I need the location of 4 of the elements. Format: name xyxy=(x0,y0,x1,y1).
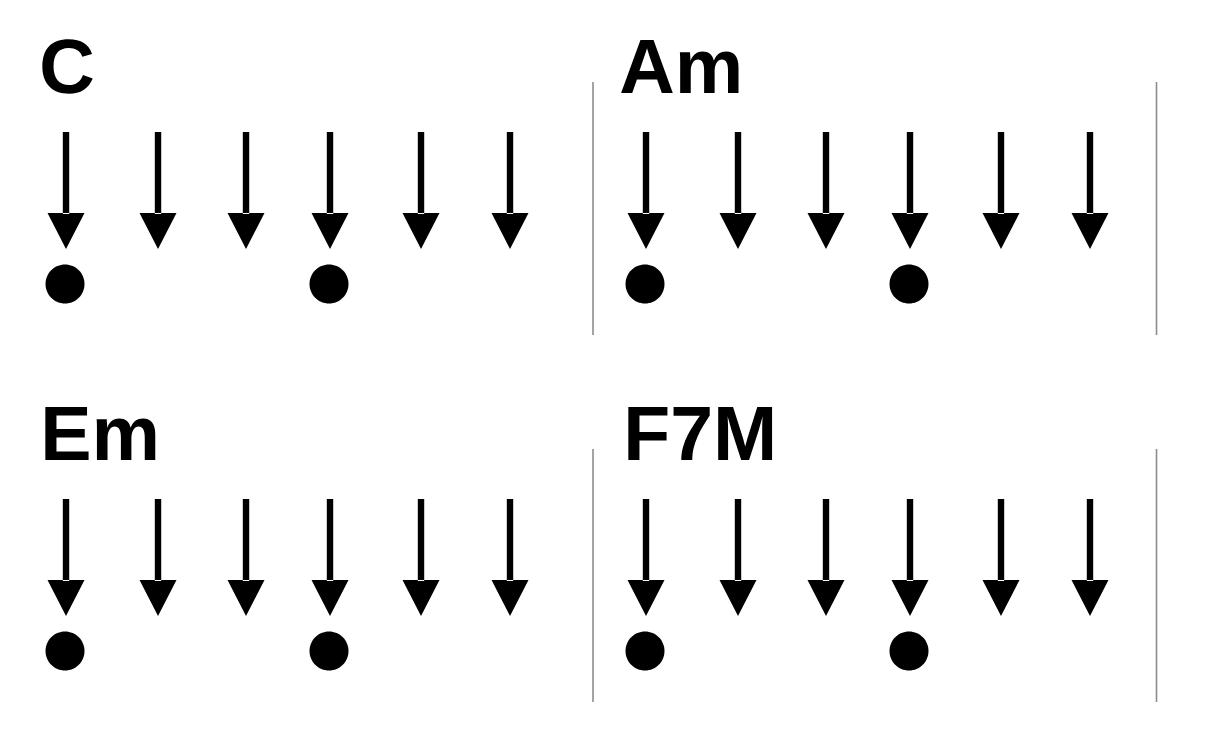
chord-label: Em xyxy=(45,407,156,460)
chord-label: F7M xyxy=(628,407,773,460)
chord-label: C xyxy=(42,39,93,94)
chord-label: Am xyxy=(621,40,739,93)
